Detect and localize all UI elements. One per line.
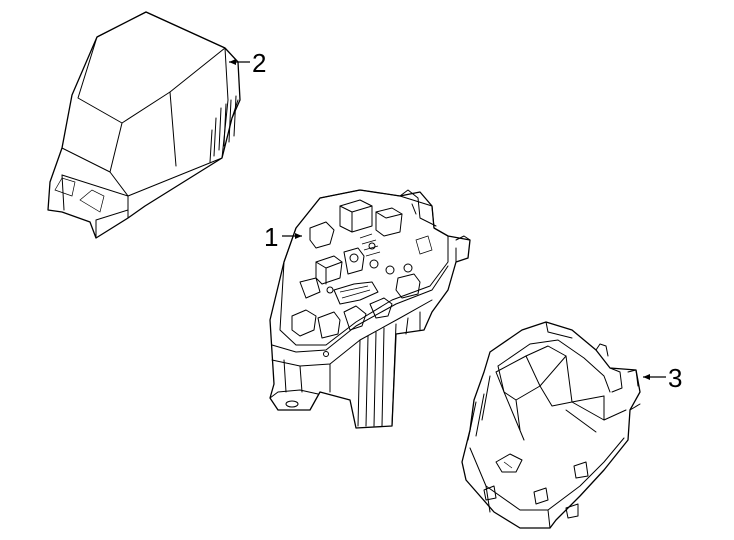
callout-2-label: 2 <box>252 48 266 78</box>
callout-1: 1 <box>264 222 302 252</box>
callout-1-label: 1 <box>264 222 278 252</box>
relay-box-part[interactable] <box>269 189 471 429</box>
callout-3-label: 3 <box>668 363 682 393</box>
lower-cover-part[interactable] <box>461 321 641 529</box>
callout-2: 2 <box>229 48 266 78</box>
upper-cover-part[interactable] <box>47 11 241 239</box>
callout-3: 3 <box>643 363 682 393</box>
